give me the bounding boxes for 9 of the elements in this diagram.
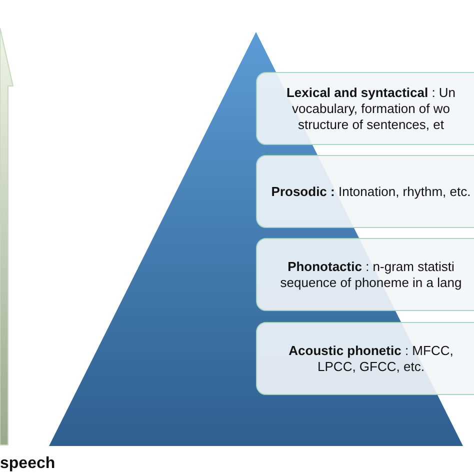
level-box xyxy=(256,322,474,395)
level-description: Phonotactic : n-gram statisti sequence of phoneme in a lang xyxy=(279,258,463,290)
level-description: Prosodic : Intonation, rhythm, etc. xyxy=(271,184,471,200)
level-box xyxy=(256,72,474,145)
level-description: Acoustic phonetic : MFCC, LPCC, GFCC, etc. xyxy=(288,342,454,374)
level-box xyxy=(256,238,474,311)
axis-label: speech xyxy=(0,454,56,474)
level-description: Lexical and syntactical : Un vocabulary, formation of wo structure of sentences, et xyxy=(285,84,457,132)
level-box xyxy=(256,155,474,228)
